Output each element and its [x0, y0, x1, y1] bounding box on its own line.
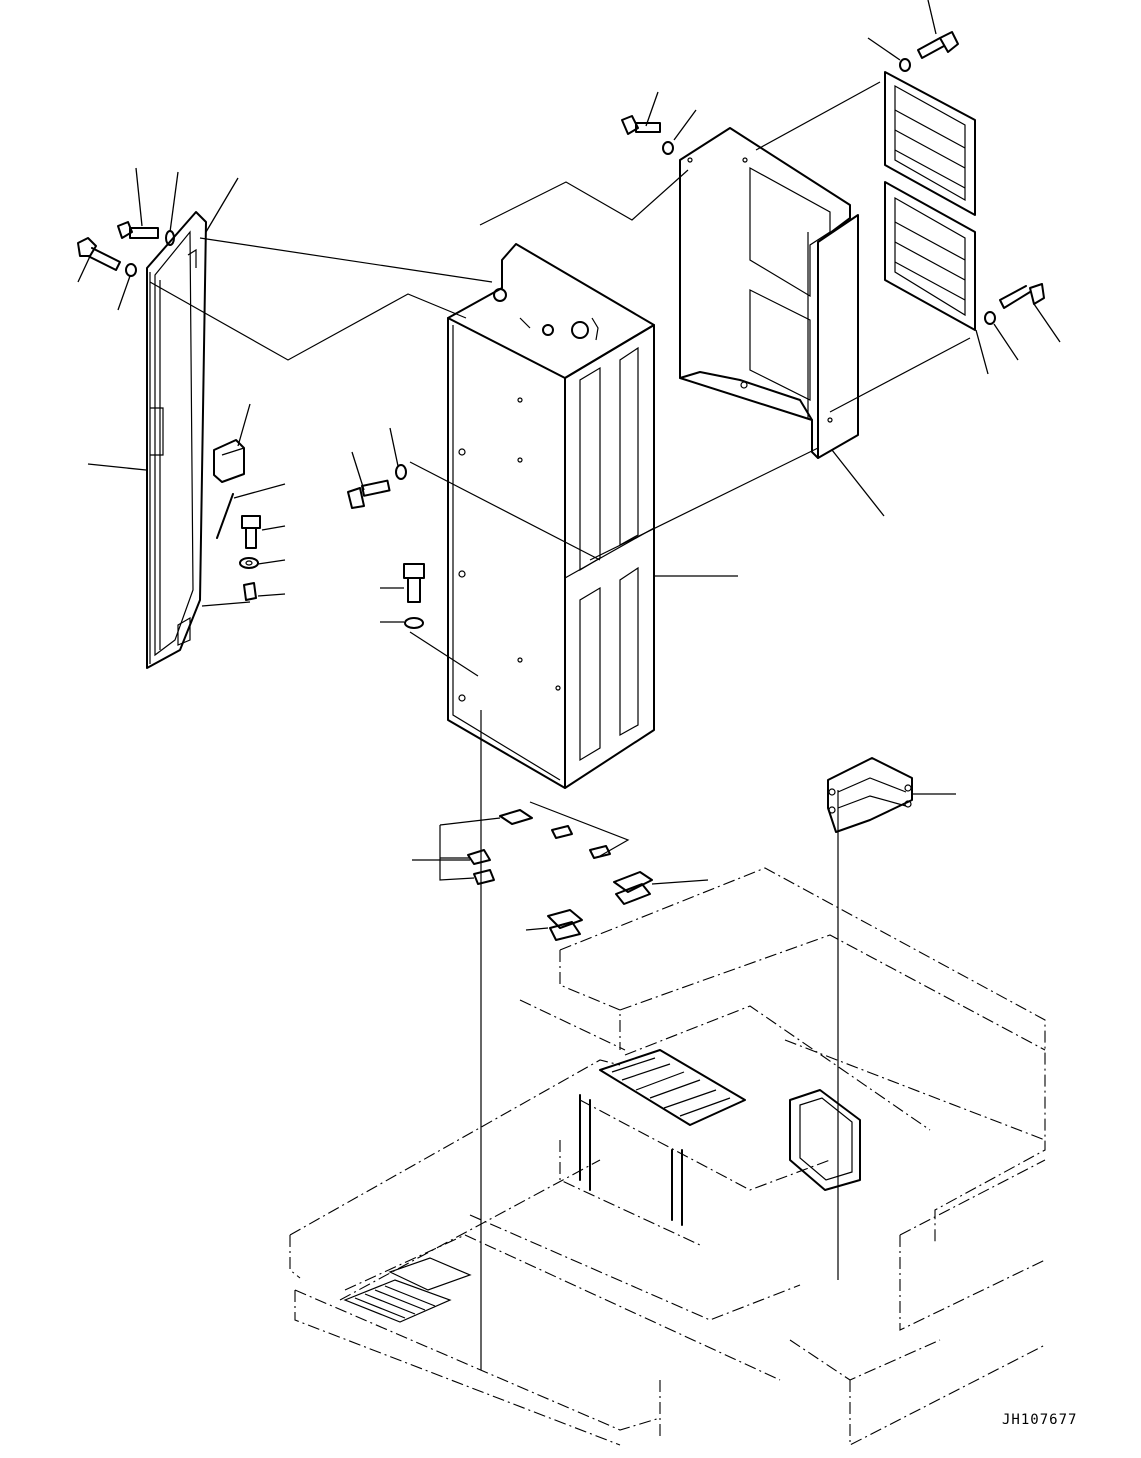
washer-grille-right[interactable]	[984, 311, 996, 325]
side-door-panel[interactable]	[146, 211, 207, 669]
floor-grating	[343, 1257, 472, 1323]
bracket-clip-left[interactable]	[547, 909, 583, 941]
bolt-upper-left-1[interactable]	[117, 221, 159, 239]
air-duct-hood[interactable]	[679, 127, 859, 459]
door-latch-block[interactable]	[213, 439, 245, 483]
bolt-grille-right[interactable]	[999, 283, 1045, 309]
leader-lines	[77, 0, 1061, 931]
shim-plates[interactable]	[439, 801, 630, 885]
door-clip[interactable]	[243, 582, 257, 601]
washer-upper-left-2[interactable]	[125, 263, 137, 277]
washer-top-right[interactable]	[899, 58, 911, 72]
bolt-center-horizontal[interactable]	[347, 479, 391, 509]
washer-center[interactable]	[395, 464, 407, 480]
washer-duct[interactable]	[662, 141, 674, 155]
door-rod[interactable]	[216, 493, 234, 539]
drawing-id-label: JH107677	[1002, 1412, 1078, 1428]
step-grating[interactable]	[579, 1049, 746, 1226]
center-cabinet-box[interactable]	[447, 243, 655, 789]
washer-center-lower[interactable]	[404, 617, 424, 629]
bolt-center-vertical[interactable]	[403, 563, 425, 603]
louver-grille-upper[interactable]	[884, 71, 976, 216]
mounting-bracket-right[interactable]	[827, 757, 913, 833]
bolt-duct[interactable]	[621, 115, 661, 135]
louver-grille-lower[interactable]	[884, 181, 976, 331]
door-washer[interactable]	[239, 557, 259, 569]
door-pin-bolt[interactable]	[241, 515, 261, 549]
alignment-lines	[480, 710, 839, 1370]
bolt-upper-left-2[interactable]	[77, 237, 121, 271]
cab-side-hatch	[789, 1089, 861, 1191]
bracket-clip-right[interactable]	[613, 871, 653, 905]
bolt-top-right[interactable]	[917, 31, 959, 59]
machine-frame	[289, 867, 1046, 1446]
